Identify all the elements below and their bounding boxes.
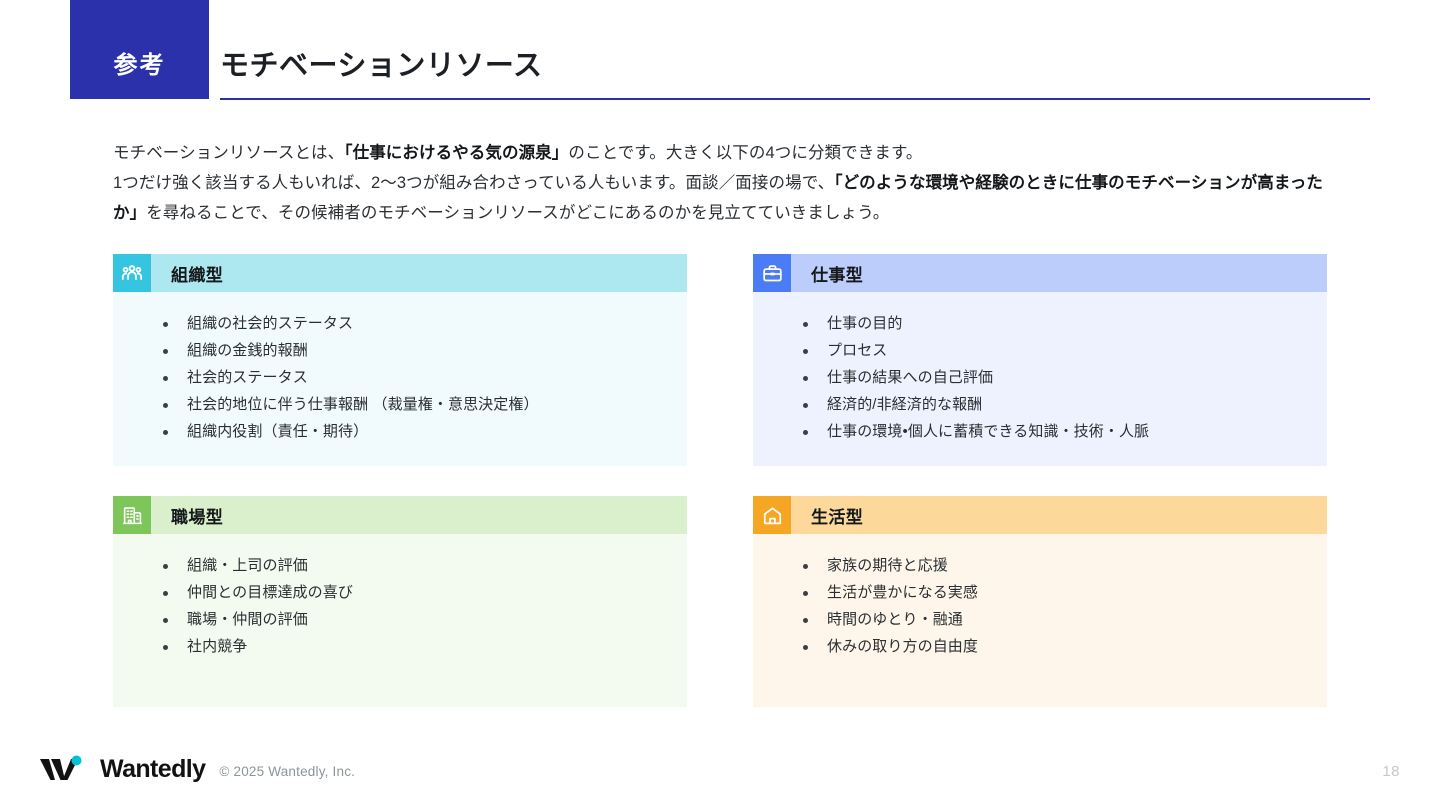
card-job-list: 仕事の目的 プロセス 仕事の結果への自己評価 経済的/非経済的な報酬 仕事の環境… <box>753 310 1327 445</box>
wantedly-w-mark <box>40 755 82 780</box>
card-job-title: 仕事型 <box>811 265 864 285</box>
list-item: 仕事の結果への自己評価 <box>753 364 1327 391</box>
list-item: 社会的地位に伴う仕事報酬 （裁量権・意思決定権） <box>113 391 687 418</box>
lead-line1-part1: モチベーションリソースとは、 <box>113 144 345 162</box>
people-group-icon <box>113 254 151 292</box>
card-life: 生活型 家族の期待と応援 生活が豊かになる実感 時間のゆとり・融通 休みの取り方… <box>753 496 1327 707</box>
card-organization-body: 組織の社会的ステータス 組織の金銭的報酬 社会的ステータス 社会的地位に伴う仕事… <box>113 292 687 466</box>
list-item: 仕事の環境•個人に蓄積できる知識・技術・人脈 <box>753 418 1327 445</box>
slide-header: 参考 モチベーションリソース <box>0 0 1440 102</box>
card-life-title: 生活型 <box>811 507 864 527</box>
list-item: 社会的ステータス <box>113 364 687 391</box>
list-item: 組織内役割（責任・期待） <box>113 418 687 445</box>
list-item: 組織の金銭的報酬 <box>113 337 687 364</box>
lead-line2-part1: 1つだけ強く該当する人もいれば、2〜3つが組み合わさっている人もいます。面談／面… <box>113 174 835 192</box>
lead-line1-emphasis: 「仕事におけるやる気の源泉」 <box>344 144 569 162</box>
list-item: 社内競争 <box>113 633 687 660</box>
slide-footer: Wantedly © 2025 Wantedly, Inc. 18 <box>0 745 1440 810</box>
lead-line2-part2: を尋ねることで、その候補者のモチベーションリソースがどこにあるのかを見立てていき… <box>146 204 890 222</box>
card-organization-list: 組織の社会的ステータス 組織の金銭的報酬 社会的ステータス 社会的地位に伴う仕事… <box>113 310 687 445</box>
copyright-text: © 2025 Wantedly, Inc. <box>219 764 356 780</box>
reference-badge-label: 参考 <box>113 52 166 79</box>
card-workplace: 職場型 組織・上司の評価 仲間との目標達成の喜び 職場・仲間の評価 社内競争 <box>113 496 687 707</box>
list-item: 家族の期待と応援 <box>753 552 1327 579</box>
card-life-header: 生活型 <box>753 496 1327 534</box>
lead-paragraph: モチベーションリソースとは、「仕事におけるやる気の源泉」のことです。大きく以下の… <box>113 138 1335 228</box>
list-item: 職場・仲間の評価 <box>113 606 687 633</box>
card-job: 仕事型 仕事の目的 プロセス 仕事の結果への自己評価 経済的/非経済的な報酬 仕… <box>753 254 1327 466</box>
list-item: 組織の社会的ステータス <box>113 310 687 337</box>
card-workplace-title: 職場型 <box>171 507 224 527</box>
card-life-body: 家族の期待と応援 生活が豊かになる実感 時間のゆとり・融通 休みの取り方の自由度 <box>753 534 1327 707</box>
lead-line1-part2: のことです。大きく以下の4つに分類できます。 <box>568 144 923 162</box>
list-item: プロセス <box>753 337 1327 364</box>
list-item: 時間のゆとり・融通 <box>753 606 1327 633</box>
card-life-list: 家族の期待と応援 生活が豊かになる実感 時間のゆとり・融通 休みの取り方の自由度 <box>753 552 1327 660</box>
list-item: 経済的/非経済的な報酬 <box>753 391 1327 418</box>
card-organization: 組織型 組織の社会的ステータス 組織の金銭的報酬 社会的ステータス 社会的地位に… <box>113 254 687 466</box>
card-job-body: 仕事の目的 プロセス 仕事の結果への自己評価 経済的/非経済的な報酬 仕事の環境… <box>753 292 1327 466</box>
card-organization-title: 組織型 <box>171 265 224 285</box>
briefcase-icon <box>753 254 791 292</box>
title-underline <box>220 98 1370 100</box>
list-item: 仲間との目標達成の喜び <box>113 579 687 606</box>
card-workplace-header: 職場型 <box>113 496 687 534</box>
list-item: 生活が豊かになる実感 <box>753 579 1327 606</box>
list-item: 仕事の目的 <box>753 310 1327 337</box>
lead-line2-emphasis: 「どのような環境や経験のときに仕事のモチベーションが高まったか」 <box>113 174 1323 222</box>
list-item: 組織・上司の評価 <box>113 552 687 579</box>
wantedly-wordmark: Wantedly <box>100 754 206 783</box>
page-number: 18 <box>1382 763 1400 780</box>
card-workplace-list: 組織・上司の評価 仲間との目標達成の喜び 職場・仲間の評価 社内競争 <box>113 552 687 660</box>
wantedly-logo: Wantedly © 2025 Wantedly, Inc. <box>40 753 355 785</box>
page-title: モチベーションリソース <box>220 50 543 82</box>
card-job-header: 仕事型 <box>753 254 1327 292</box>
list-item: 休みの取り方の自由度 <box>753 633 1327 660</box>
card-organization-header: 組織型 <box>113 254 687 292</box>
reference-badge: 参考 <box>70 0 209 99</box>
card-workplace-body: 組織・上司の評価 仲間との目標達成の喜び 職場・仲間の評価 社内競争 <box>113 534 687 707</box>
office-building-icon <box>113 496 151 534</box>
home-icon <box>753 496 791 534</box>
